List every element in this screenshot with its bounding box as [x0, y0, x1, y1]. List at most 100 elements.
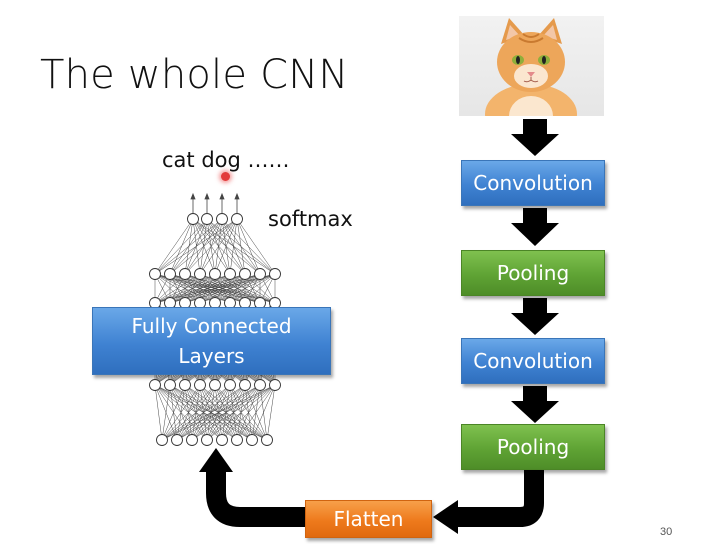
flatten-label: Flatten	[333, 507, 404, 531]
network-connection	[161, 384, 261, 441]
arrow-pooling-to-flatten	[455, 470, 544, 527]
neuron-node-layer-5	[231, 434, 243, 446]
arrow-flatten-to-fc	[206, 470, 305, 527]
output-arrowhead	[234, 192, 240, 200]
convolution-label-1: Convolution	[473, 171, 593, 195]
slide-number: 30	[660, 526, 673, 538]
neuron-node-layer-2	[209, 268, 221, 280]
neuron-node-layer-2	[269, 268, 281, 280]
network-connection	[192, 218, 276, 275]
network-connection	[221, 384, 276, 441]
neuron-node-layer-2	[149, 268, 161, 280]
neuron-node-layer-4	[194, 379, 206, 391]
neuron-node-layer-1	[201, 213, 213, 225]
network-connection	[236, 218, 276, 275]
network-connection	[236, 218, 261, 275]
network-connection	[161, 384, 216, 441]
network-connection	[161, 384, 246, 441]
down-arrow-2	[511, 208, 559, 246]
neuron-node-layer-5	[261, 434, 273, 446]
network-connection	[206, 384, 276, 441]
network-connection	[176, 384, 276, 441]
neuron-node-layer-4	[224, 379, 236, 391]
network-connection	[192, 218, 231, 275]
network-connection	[154, 273, 186, 304]
neuron-node-layer-4	[209, 379, 221, 391]
neuron-node-layer-1	[216, 213, 228, 225]
network-connection	[161, 384, 276, 441]
network-connection	[154, 218, 223, 275]
network-connection	[154, 273, 216, 304]
network-connection	[161, 384, 171, 441]
pooling-label-2: Pooling	[496, 435, 570, 459]
softmax-label: softmax	[268, 207, 353, 231]
network-connection	[154, 218, 238, 275]
network-connection	[192, 218, 246, 275]
output-label: cat dog ……	[162, 148, 290, 172]
pooling-box-2: Pooling	[461, 424, 605, 470]
neuron-node-layer-4	[239, 379, 251, 391]
neuron-node-layer-2	[224, 268, 236, 280]
network-connection	[169, 218, 194, 275]
neuron-node-layer-2	[254, 268, 266, 280]
convolution-box-1: Convolution	[461, 160, 605, 206]
network-connection	[192, 218, 201, 275]
slide-title: The whole CNN	[40, 52, 349, 98]
network-connection	[161, 384, 186, 441]
flatten-box: Flatten	[305, 500, 432, 538]
network-connection	[251, 384, 276, 441]
kitten-image	[459, 16, 604, 116]
convolution-box-2: Convolution	[461, 338, 605, 384]
kitten-drawing	[485, 18, 577, 116]
pipeline-arrows	[511, 119, 559, 423]
fully-connected-label: Fully Connected Layers	[131, 314, 292, 368]
neuron-node-layer-1	[187, 213, 199, 225]
network-connection	[154, 218, 208, 275]
output-arrowhead	[204, 192, 210, 200]
network-connection	[266, 384, 276, 441]
network-connection	[244, 273, 276, 304]
neuron-node-layer-5	[171, 434, 183, 446]
neuron-node-layer-4	[269, 379, 281, 391]
neuron-node-layer-4	[149, 379, 161, 391]
neuron-node-layer-5	[246, 434, 258, 446]
output-arrowhead	[219, 192, 225, 200]
network-connection	[184, 218, 238, 275]
neuron-node-layer-2	[239, 268, 251, 280]
pointer-dot	[221, 172, 230, 181]
neuron-node-layer-5	[216, 434, 228, 446]
network-connection	[192, 218, 216, 275]
neuron-node-layer-2	[179, 268, 191, 280]
neuron-node-layer-4	[179, 379, 191, 391]
network-connection	[236, 384, 276, 441]
fully-connected-box: Fully Connected Layers	[92, 307, 331, 375]
output-arrowhead	[190, 192, 196, 200]
network-connection	[154, 273, 276, 304]
network-connection	[192, 218, 261, 275]
down-arrow-1	[511, 119, 559, 156]
network-connection	[236, 218, 246, 275]
network-connection	[229, 273, 276, 304]
neuron-node-layer-2	[164, 268, 176, 280]
network-connection	[229, 218, 238, 275]
down-arrow-3	[511, 298, 559, 335]
neuron-node-layer-5	[186, 434, 198, 446]
network-connection	[191, 384, 276, 441]
neuron-node-layer-4	[254, 379, 266, 391]
network-connection	[184, 218, 194, 275]
down-arrow-4	[511, 386, 559, 423]
network-connection	[161, 384, 201, 441]
neuron-node-layer-1	[231, 213, 243, 225]
network-connection	[214, 218, 238, 275]
neuron-node-layer-5	[156, 434, 168, 446]
neuron-node-layer-2	[194, 268, 206, 280]
neuron-node-layer-4	[164, 379, 176, 391]
convolution-label-2: Convolution	[473, 349, 593, 373]
network-connection	[154, 273, 201, 304]
network-connection	[154, 218, 194, 275]
pooling-label-1: Pooling	[496, 261, 570, 285]
neuron-node-layer-5	[201, 434, 213, 446]
network-connection	[199, 218, 238, 275]
network-connection	[154, 384, 163, 441]
pooling-box-1: Pooling	[461, 250, 605, 296]
